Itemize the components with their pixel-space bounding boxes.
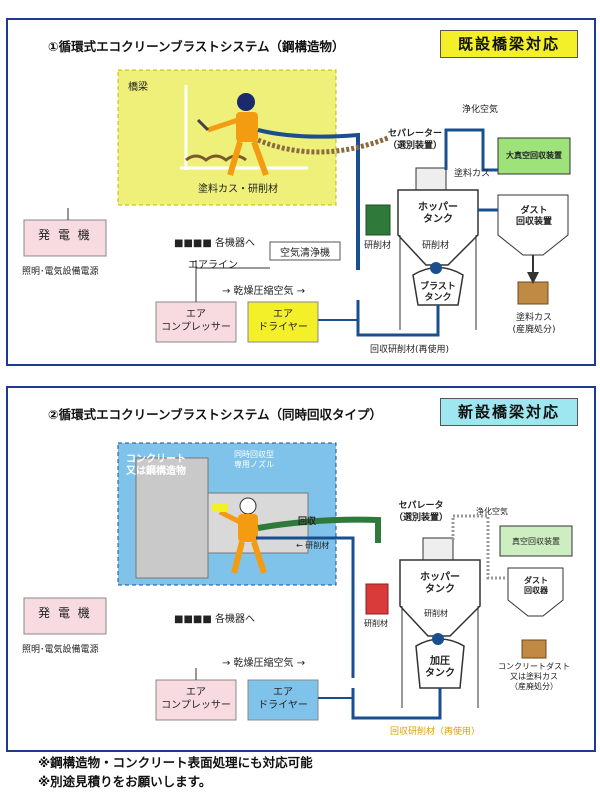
abrasive-drum-label: 研削材 <box>364 241 392 251</box>
panel2-diagram <box>23 442 573 721</box>
nozzle-icon <box>212 504 228 512</box>
generator-label: 発 電 機 <box>38 228 92 242</box>
compressor-label: エアコンプレッサー <box>161 309 231 333</box>
abrasive-drum-icon <box>365 204 391 236</box>
air-line-label: エアライン <box>188 260 238 271</box>
panel2-badge: 新設橋梁対応 <box>440 398 578 426</box>
dry-air-label: → 乾燥圧縮空気 → <box>222 286 306 297</box>
hopper-tank <box>397 189 479 266</box>
generator-note: 照明･電気設備電源 <box>22 645 99 655</box>
panel2-title: ②循環式エコクリーンブラストシステム（同時回収タイプ） <box>48 407 382 422</box>
abrasive-hose <box>256 536 355 678</box>
separator-label: セパレーター（選別装置） <box>388 129 443 151</box>
dryer-box <box>247 679 319 721</box>
generator-box <box>23 219 107 257</box>
abrasive-in-tank-label: 研削材 <box>422 241 450 251</box>
to-equipment-label: ■■■■ 各機器へ <box>174 614 255 625</box>
worker-icon <box>218 497 267 574</box>
waste-label: 塗料カス(産廃処分) <box>512 313 556 335</box>
hopper-label: ホッパータンク <box>418 202 458 225</box>
nozzle-label: 同時回収型専用ノズル <box>234 450 274 469</box>
valve <box>432 633 444 645</box>
residue-label: 塗料カス・研削材 <box>198 184 278 195</box>
vacuum-unit <box>497 137 571 175</box>
dust-collector <box>497 194 569 256</box>
blast-tank-label: ブラストタンク <box>420 282 456 303</box>
recovery-hose <box>257 516 381 543</box>
air-cleaner-label: 空気清浄機 <box>280 248 330 259</box>
separator-label: セパレータ（選別装置） <box>394 501 449 523</box>
generator-label: 発 電 機 <box>38 606 92 620</box>
hopper-tank <box>399 559 481 637</box>
concrete-structure <box>135 457 209 579</box>
work-area-label: 橋梁 <box>128 82 148 93</box>
abrasive-drum-icon <box>365 583 389 615</box>
panel1-badge: 既設橋梁対応 <box>440 30 578 58</box>
recovery-label: 回収 <box>298 517 317 527</box>
dryer-label: エアドライヤー <box>258 687 308 711</box>
generator-box <box>23 597 107 635</box>
recovered-label: 回収研削材（再使用） <box>390 727 481 737</box>
panel1-diagram <box>23 69 571 343</box>
waste-label: コンクリートダスト又は塗料カス（産廃処分） <box>498 662 570 691</box>
note-1: ※鋼構造物・コンクリート表面処理にも対応可能 <box>38 755 313 770</box>
panel1-title: ①循環式エコクリーンブラストシステム（鋼構造物） <box>48 39 345 54</box>
waste-bin-icon <box>517 281 549 305</box>
blast-hose <box>257 128 360 270</box>
purified-air-label: 浄化空気 <box>462 105 499 115</box>
paint-residue-label: 塗料カス <box>454 169 491 179</box>
duct <box>451 514 508 580</box>
to-equipment-label: ■■■■ 各機器へ <box>174 238 255 249</box>
blast-tank <box>412 266 464 306</box>
dust-collector <box>507 567 564 617</box>
dust-label: ダスト回収器 <box>524 576 548 595</box>
work-area-label: コンクリート又は鋼構造物 <box>126 454 186 477</box>
dry-air-label: → 乾燥圧縮空気 → <box>222 658 306 669</box>
dryer-box <box>247 301 319 343</box>
pressure-tank-label: 加圧タンク <box>425 656 455 679</box>
dust-label: ダスト回収装置 <box>515 206 552 227</box>
abrasive-drum-label: 研削材 <box>364 619 388 628</box>
separator-box <box>415 167 447 191</box>
recovered-label: 回収研削材(再使用) <box>370 345 450 355</box>
hopper-label: ホッパータンク <box>420 572 460 595</box>
purified-air-label: 浄化空気 <box>476 507 508 516</box>
vacuum-unit <box>499 525 573 557</box>
separator-box <box>422 537 454 561</box>
vacuum-label: 大真空回収装置 <box>506 151 562 160</box>
vacuum-label: 真空回収装置 <box>512 537 560 546</box>
waste-bin-icon <box>521 639 547 659</box>
pressure-tank <box>415 638 465 689</box>
recovery-hose <box>257 135 389 155</box>
panel-existing-bridge: ①循環式エコクリーンブラストシステム（鋼構造物） 既設橋梁対応 <box>6 18 596 366</box>
duct <box>444 128 498 172</box>
compressor-label: エアコンプレッサー <box>161 687 231 711</box>
valve <box>430 262 442 274</box>
panel-new-bridge: ②循環式エコクリーンブラストシステム（同時回収タイプ） 新設橋梁対応 <box>6 386 596 752</box>
abrasive-flow-label: ← 研削材 <box>296 541 330 550</box>
air-cleaner-box <box>269 241 341 261</box>
note-2: ※別途見積りをお願いします。 <box>38 774 212 789</box>
generator-note: 照明･電気設備電源 <box>22 267 99 277</box>
dryer-label: エアドライヤー <box>258 309 308 333</box>
abrasive-in-tank-label: 研削材 <box>424 609 448 618</box>
worker-icon <box>196 93 269 177</box>
